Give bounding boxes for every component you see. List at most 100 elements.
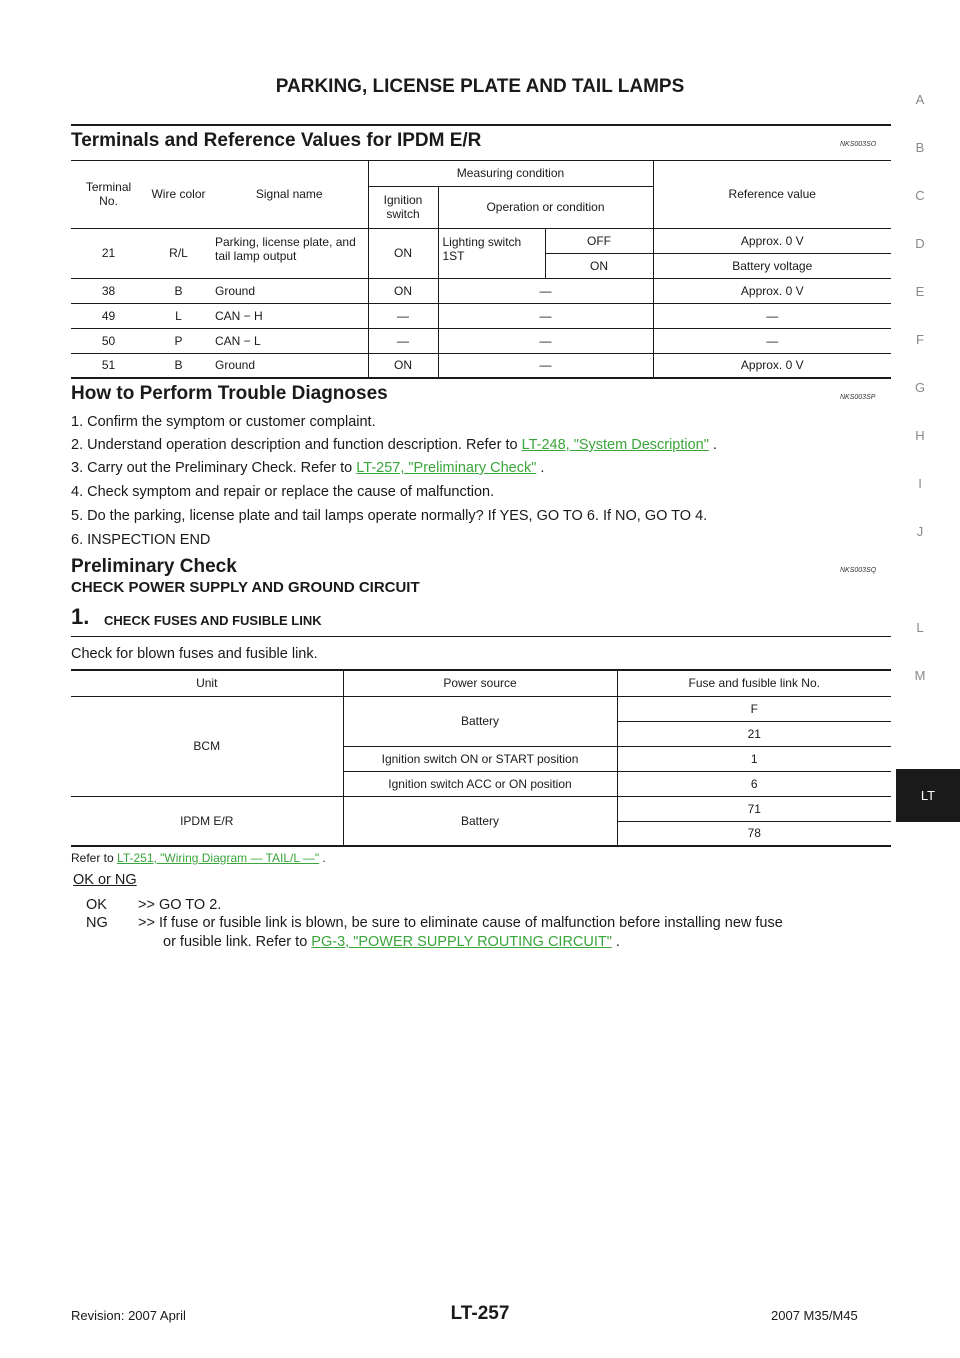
cell-reference: — [652,303,891,329]
cell-fuse-21: 21 [616,721,891,747]
section-rule [71,124,891,126]
index-e[interactable]: E [915,284,925,299]
link-system-description[interactable]: LT-248, "System Description" [521,437,709,453]
diagnosis-step-5: 5. Do the parking, license plate and tai… [71,508,708,524]
cell-wire: L [146,303,211,329]
subsection-title: CHECK POWER SUPPLY AND GROUND CIRCUIT [71,579,420,596]
cell-ignition: ON [367,278,438,304]
cell-wire: R/L [146,228,211,279]
step-instruction: Check for blown fuses and fusible link. [71,646,318,662]
cell-reference-off: Approx. 0 V [652,228,891,254]
cell-fuse-71: 71 [616,796,891,822]
header-measuring: Measuring condition [367,161,653,187]
cell-operation: — [437,353,653,379]
cell-condition-on: ON [544,253,653,279]
diagnosis-step-2: 2. Understand operation description and … [71,437,717,453]
index-c[interactable]: C [915,188,925,203]
cell-reference: — [652,328,891,354]
diagnosis-step-6: 6. INSPECTION END [71,532,211,548]
wiring-reference: Refer to LT-251, "Wiring Diagram — TAIL/… [71,851,326,865]
header-fuse-number: Fuse and fusible link No. [616,671,891,697]
section-code: NKS003SP [840,394,876,401]
index-lt-active-tab[interactable]: LT [896,769,960,822]
cell-signal: Parking, license plate, and tail lamp ou… [211,228,368,279]
cell-operation: — [437,278,653,304]
section-title-terminals: Terminals and Reference Values for IPDM … [71,130,482,151]
footer-revision: Revision: 2007 April [71,1308,186,1323]
index-g[interactable]: G [914,380,926,395]
section-title-diagnoses: How to Perform Trouble Diagnoses [71,383,388,404]
cell-signal: Ground [211,278,368,304]
ok-result: >> GO TO 2. [138,897,222,913]
cell-power-ign-acc: Ignition switch ACC or ON position [342,771,617,797]
step-number: 1. [71,604,90,629]
index-h[interactable]: H [915,428,925,443]
link-wiring-diagram[interactable]: LT-251, "Wiring Diagram — TAIL/L —" [117,851,320,865]
header-signal: Signal name [211,161,368,229]
cell-power-battery-ipdm: Battery [342,796,617,847]
cell-fuse-1: 1 [616,746,891,772]
cell-terminal: 38 [71,278,146,304]
cell-ignition: ON [367,228,438,279]
ng-end: . [611,934,620,950]
cell-terminal: 51 [71,353,146,379]
cell-reference: Approx. 0 V [652,278,891,304]
ng-result-continued: or fusible link. Refer to PG-3, "POWER S… [163,934,620,950]
link-power-supply-routing[interactable]: PG-3, "POWER SUPPLY ROUTING CIRCUIT" [311,934,612,950]
refer-text: Refer to [71,851,118,865]
table-top-rule [71,160,891,161]
step-2-text: 2. Understand operation description and … [71,437,522,453]
cell-condition-off: OFF [544,228,653,254]
diagnosis-step-3: 3. Carry out the Preliminary Check. Refe… [71,460,544,476]
cell-unit-ipdm: IPDM E/R [71,796,343,847]
cell-terminal: 49 [71,303,146,329]
index-m[interactable]: M [914,668,926,683]
cell-terminal: 21 [71,228,146,279]
cell-reference-on: Battery voltage [652,253,891,279]
cell-signal: CAN − L [211,328,368,354]
header-power-source: Power source [342,671,617,697]
ipdm-terminal-table: Terminal No. Wire color Signal name Meas… [71,161,891,379]
ng-result: >> If fuse or fusible link is blown, be … [138,915,783,931]
step-rule [71,636,891,637]
footer-page-number: LT-257 [450,1303,510,1324]
cell-signal: CAN − H [211,303,368,329]
cell-ignition: ON [367,353,438,379]
cell-signal: Ground [211,353,368,379]
index-i[interactable]: I [918,476,922,491]
cell-unit-bcm: BCM [71,696,343,797]
index-d[interactable]: D [915,236,925,251]
cell-operation: — [437,303,653,329]
cell-fuse-f: F [616,696,891,722]
cell-wire: B [146,278,211,304]
index-f[interactable]: F [916,332,924,347]
index-l[interactable]: L [916,620,924,635]
footer-model: 2007 M35/M45 [771,1308,858,1323]
page-title: PARKING, LICENSE PLATE AND TAIL LAMPS [275,76,685,97]
header-terminal: Terminal No. [71,161,146,229]
header-operation: Operation or condition [437,186,653,229]
cell-operation: — [437,328,653,354]
step-2-end: . [708,437,717,453]
section-code: NKS003SO [840,141,877,148]
cell-ignition: — [367,303,438,329]
ok-or-ng-label: OK or NG [73,872,137,888]
header-reference: Reference value [652,161,891,229]
ng-text: or fusible link. Refer to [163,934,312,950]
index-b[interactable]: B [915,140,925,155]
link-preliminary-check[interactable]: LT-257, "Preliminary Check" [356,460,537,476]
header-unit: Unit [71,671,343,697]
index-j[interactable]: J [916,524,924,539]
diagnosis-step-4: 4. Check symptom and repair or replace t… [71,484,495,500]
cell-wire: P [146,328,211,354]
index-a[interactable]: A [915,92,925,107]
step-3-end: . [536,460,545,476]
cell-terminal: 50 [71,328,146,354]
cell-power-battery: Battery [342,696,617,747]
step-3-text: 3. Carry out the Preliminary Check. Refe… [71,460,357,476]
section-title-preliminary-check: Preliminary Check [71,556,237,577]
cell-fuse-6: 6 [616,771,891,797]
fuse-table: Unit Power source Fuse and fusible link … [71,671,891,847]
cell-fuse-78: 78 [616,821,891,847]
cell-operation: Lighting switch 1ST [437,228,545,279]
